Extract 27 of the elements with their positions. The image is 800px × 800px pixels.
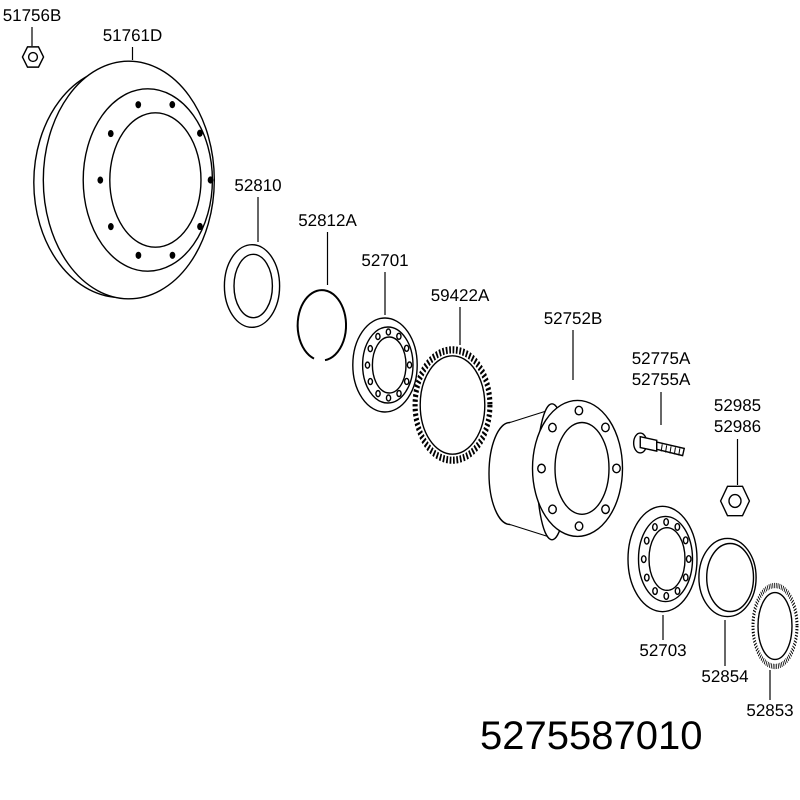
callout-number: 52986 [714, 416, 762, 437]
callout-number: 52755A [632, 369, 690, 390]
part-number: 5275587010 [480, 713, 702, 760]
callout-number: 52701 [361, 250, 409, 271]
leader-line [660, 392, 662, 425]
callout-number: 52810 [234, 175, 282, 196]
callout-number: 52775A [632, 348, 690, 369]
callout-number: 52853 [746, 700, 794, 721]
callout-number: 51756B [2, 5, 62, 26]
leader-line [326, 232, 328, 285]
leader-line [384, 272, 386, 315]
leader-line [769, 670, 771, 700]
leader-line [257, 197, 259, 242]
callout-number: 52854 [701, 666, 749, 687]
leader-line [662, 615, 664, 640]
callout-number: 59422A [430, 285, 490, 306]
leader-line [132, 47, 134, 60]
leader-line [572, 330, 574, 380]
leader-line [31, 27, 33, 46]
callout-number: 52985 [714, 395, 762, 416]
callout-number: 52812A [298, 210, 357, 231]
callout-number: 52703 [639, 640, 687, 661]
callout-number: 52752B [544, 308, 602, 329]
leader-line [724, 620, 726, 666]
leader-line [459, 307, 461, 345]
leader-line [736, 439, 738, 485]
callout-number: 51761D [102, 25, 162, 46]
